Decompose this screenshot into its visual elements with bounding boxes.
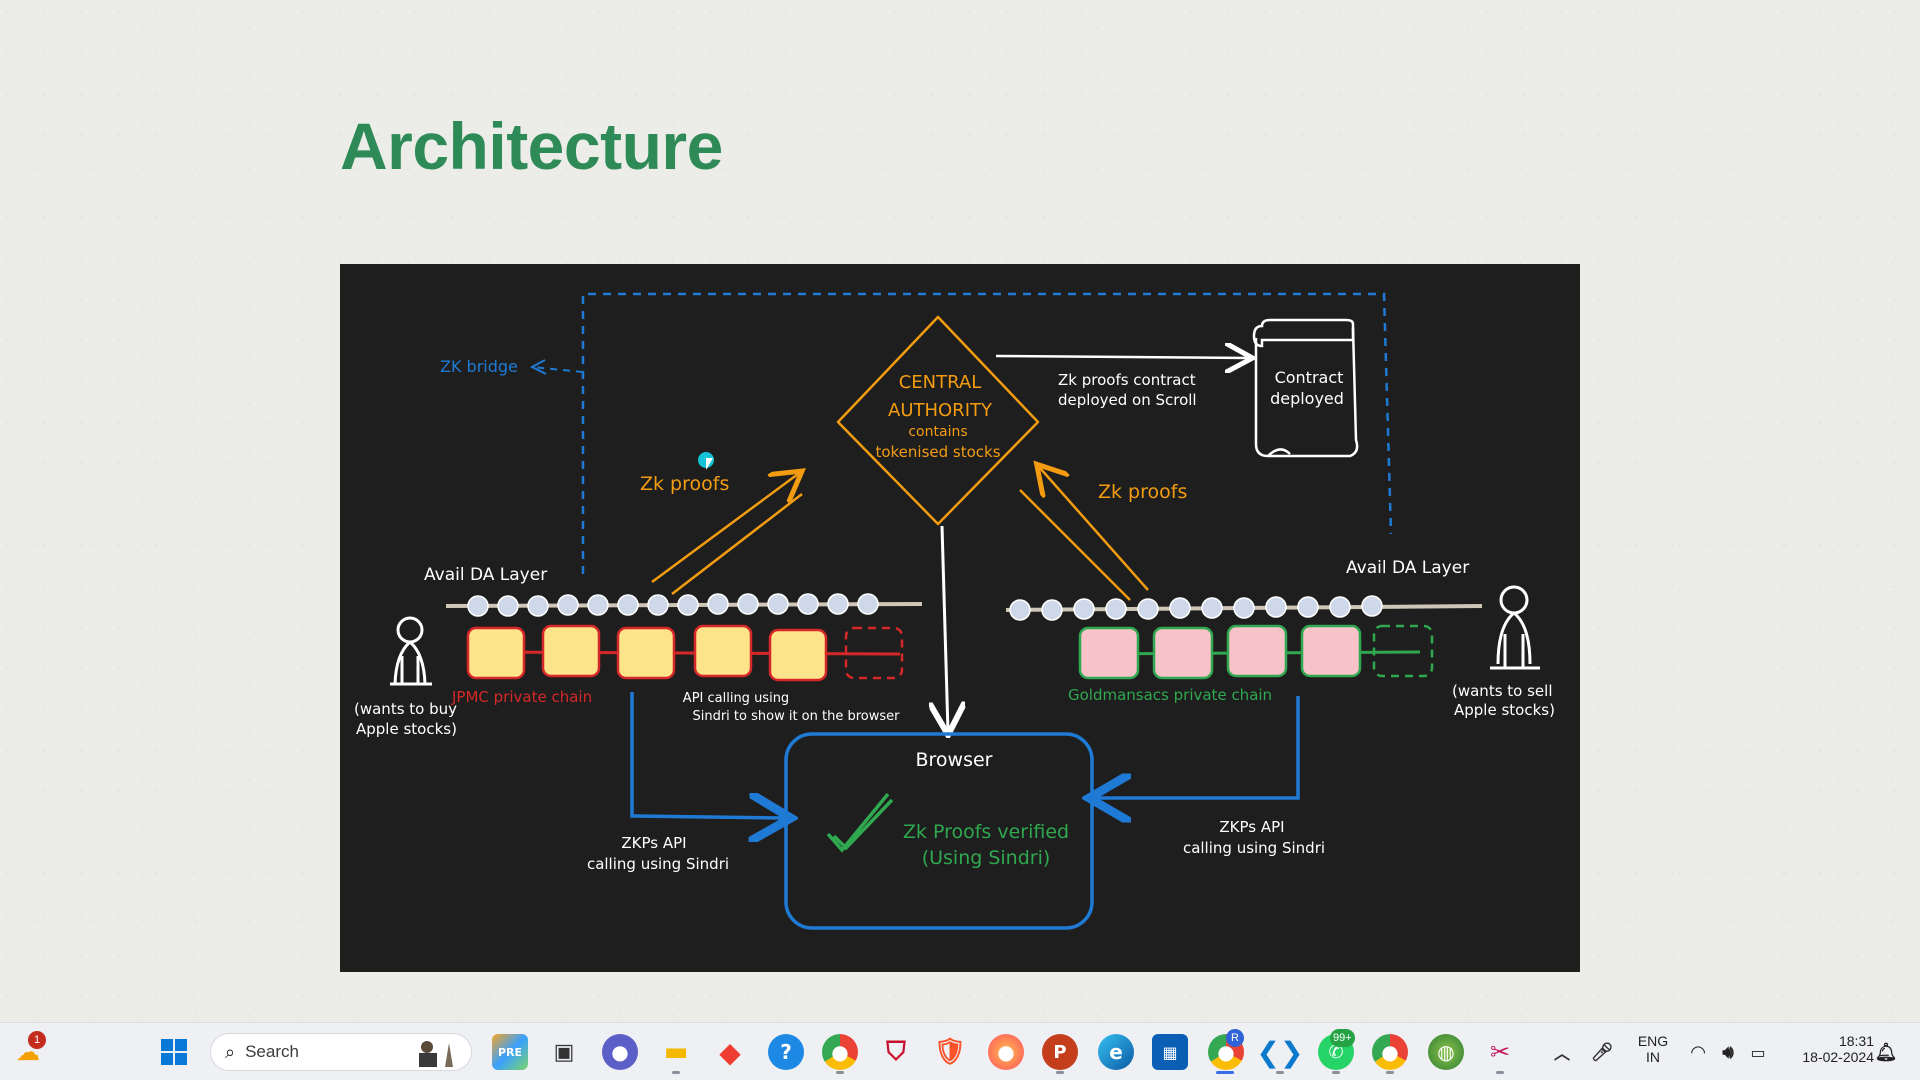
buyer-text-1: (wants to buy [354,700,457,718]
avail-left-label: Avail DA Layer [424,565,547,585]
mcafee-icon[interactable]: ⛉ [886,1036,906,1067]
contract-arrow [995,356,1250,358]
clock-date: 18-02-2024 [1802,1049,1874,1065]
task-view-icon[interactable]: ▣ [553,1039,575,1065]
store-icon[interactable]: ▦ [1152,1034,1188,1070]
clock-time: 18:31 [1838,1033,1874,1049]
avail-right-nodes [1009,595,1383,621]
globe-icon[interactable]: ◍ [1428,1034,1464,1070]
mouse-cursor-icon [706,458,713,470]
buyer-text-2: Apple stocks) [356,720,457,738]
taskbar-search[interactable]: ⌕ Search [210,1033,472,1071]
file-explorer-icon[interactable]: ▬ [663,1037,689,1067]
slide-title: Architecture [340,109,723,183]
lang-line-2: IN [1646,1049,1660,1065]
whatsapp-badge: 99+ [1330,1029,1355,1047]
weather-badge: 1 [28,1031,46,1049]
zkps-right-text-2: calling using Sindri [1183,839,1325,857]
zk-bridge-label: ZK bridge [440,357,518,376]
contract-box-text-2: deployed [1270,389,1344,408]
avail-right-label: Avail DA Layer [1346,558,1469,578]
api-text-1: API calling using [683,691,789,706]
search-label: Search [245,1042,299,1061]
verified-text-2: (Using Sindri) [922,847,1051,869]
verified-check-icon [826,792,894,853]
zkps-right-text-1: ZKPs API [1219,818,1284,836]
authority-to-browser-arrow [942,525,948,732]
notification-bell-icon[interactable]: 🔔︎ [1874,1041,1898,1063]
chevron-up-icon[interactable]: ︿ [1553,1044,1570,1063]
search-icon: ⌕ [225,1041,236,1062]
central-authority-diamond [836,315,1040,526]
chrome-alt-running [1386,1071,1394,1074]
clock[interactable]: 18:31 18-02-2024 [1782,1033,1874,1065]
language-indicator[interactable]: ENG IN [1628,1033,1678,1065]
anydesk-icon[interactable]: ◆ [719,1035,741,1069]
authority-line-4: tokenised stocks [875,443,1000,461]
contract-scroll-icon [1252,318,1359,458]
firefox-icon[interactable]: ● [988,1034,1024,1070]
contract-text-2: deployed on Scroll [1058,391,1197,409]
chrome-profile-badge: R [1226,1029,1244,1047]
search-highlight-art [419,1041,453,1067]
windows-start-icon[interactable] [156,1034,192,1070]
wifi-icon[interactable]: ◠ [1691,1041,1705,1063]
authority-line-1: CENTRAL [899,372,982,393]
chrome-running [836,1071,844,1074]
chrome-icon[interactable]: ● [822,1034,858,1070]
powerpoint-running [1056,1071,1064,1074]
verified-text-1: Zk Proofs verified [903,821,1069,843]
zkps-left-text-1: ZKPs API [621,834,686,852]
snipping-tool-running [1496,1071,1504,1074]
microphone-icon[interactable]: 🎤︎ [1590,1041,1614,1063]
vscode-icon[interactable]: ❮❯ [1256,1035,1304,1069]
help-icon[interactable]: ? [768,1034,804,1070]
zkps-right-arrow [1096,696,1300,798]
zk-proofs-right-label: Zk proofs [1098,481,1187,503]
zk-proofs-left-arrow [651,474,798,584]
seller-text-2: Apple stocks) [1454,701,1555,719]
powerpoint-icon[interactable]: P [1042,1034,1078,1070]
snipping-tool-icon[interactable]: ✂ [1489,1038,1511,1066]
copilot-icon[interactable]: PRE [492,1034,528,1070]
buyer-person-icon [390,616,432,686]
jpmc-chain-label: JPMC private chain [451,688,592,706]
vscode-running [1276,1071,1284,1074]
lang-line-1: ENG [1637,1033,1669,1049]
zk-bridge-dashed-frame [581,292,1393,574]
seller-person-icon [1490,585,1540,670]
file-explorer-running [672,1071,680,1074]
zkps-left-text-2: calling using Sindri [587,855,729,873]
architecture-diagram: ZK bridge CENTRAL AUTHORITY contains tok… [340,264,1580,972]
zkps-left-arrow [630,692,784,818]
seller-text-1: (wants to sell [1452,682,1553,700]
edge-icon[interactable]: e [1098,1034,1134,1070]
brave-icon[interactable]: 🛡 [933,1037,967,1067]
goldman-blocks [1078,624,1434,680]
diagram-canvas: ZK bridge CENTRAL AUTHORITY contains tok… [354,292,1555,930]
zk-proofs-right-arrow [1040,468,1149,591]
contract-box-text-1: Contract [1275,368,1344,387]
zk-bridge-dashed-arrow [531,366,584,373]
chrome-profile-active [1216,1071,1234,1074]
whatsapp-running [1332,1071,1340,1074]
contract-text-1: Zk proofs contract [1058,371,1196,389]
authority-line-2: AUTHORITY [888,400,993,421]
api-text-2: Sindri to show it on the browser [692,709,900,724]
zk-proofs-left-label: Zk proofs [640,473,729,495]
slide: Architecture ZK bridge CENTRAL AUTHORITY… [0,0,1920,1022]
browser-title: Browser [916,749,993,771]
avail-left-nodes [467,593,879,617]
jpmc-blocks [466,624,904,682]
meet-icon[interactable]: ● [602,1034,638,1070]
authority-line-3: contains [908,424,967,440]
battery-icon[interactable]: ▭ [1750,1042,1766,1062]
volume-icon[interactable]: 🔊︎ [1722,1041,1734,1063]
taskbar: ☁ 1 ⌕ Search PRE ▣ ● ▬ ◆ ? ● ⛉ 🛡 ● P e ▦… [0,1022,1920,1080]
chrome-alt-icon[interactable]: ● [1372,1034,1408,1070]
goldman-chain-label: Goldmansacs private chain [1068,686,1272,704]
